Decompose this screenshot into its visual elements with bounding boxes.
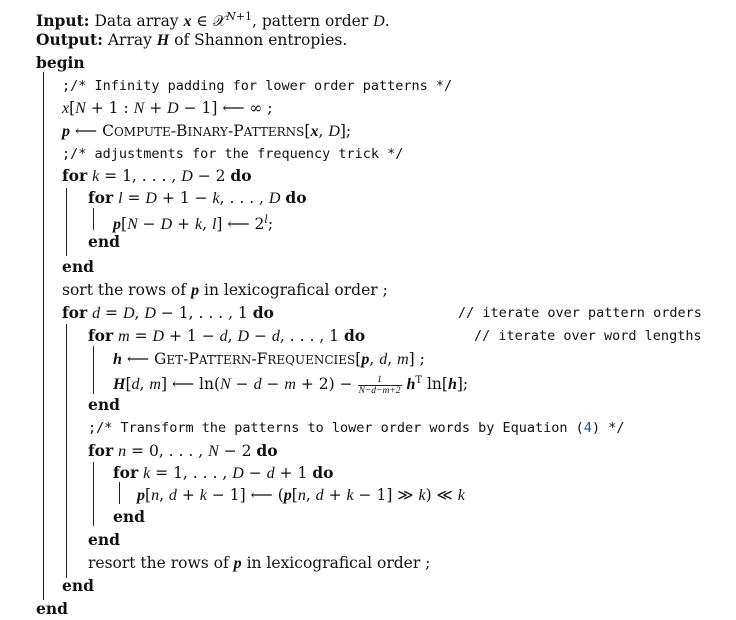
infinity-assign-line: x[N + 1 : N + D − 1] ⟵ ∞ ; [62,99,273,117]
block-bar-for-m [93,346,95,394]
comment-iterate-pattern-orders: // iterate over pattern orders [458,305,702,321]
resort-rows-line: resort the rows of p in lexicografical o… [88,554,431,572]
for-k-line: for k = 1, . . . , D − 2 do [62,166,252,185]
end-for-m: end [88,395,120,414]
get-pattern-frequencies-line: h ⟵ GET-PATTERN-FREQUENCIES[p, d, m] ; [113,350,425,368]
output-line: Output: Array H of Shannon entropies. [36,30,348,49]
block-bar-for-k2 [119,482,121,504]
compute-binary-patterns-line: p ⟵ COMPUTE-BINARY-PATTERNS[x, D]; [62,122,352,140]
end-for-k: end [62,257,94,276]
comment-frequency-trick: ;/* adjustments for the frequency trick … [62,146,404,162]
block-bar-for-d [66,324,68,578]
shift-assign-line: p[n, d + k − 1] ⟵ (p[n, d + k − 1] ≫ k) … [137,486,465,504]
block-bar-for-k [66,188,68,256]
for-d-line: for d = D, D − 1, . . . , 1 do [62,303,274,322]
for-n-line: for n = 0, . . . , N − 2 do [88,441,278,460]
block-bar-for-l [93,208,95,230]
input-line: Input: Data array x ∈ 𝒳N+1, pattern orde… [36,10,390,31]
comment-infinity-padding: ;/* Infinity padding for lower order pat… [62,78,453,94]
end-for-d: end [62,576,94,595]
for-l-line: for l = D + 1 − k, . . . , D do [88,188,307,207]
end-for-k2: end [113,507,145,526]
p-assign-2l-line: p[N − D + k, l] ⟵ 2l; [113,213,274,234]
end-for-l: end [88,232,120,251]
comment-transform-patterns: ;/* Transform the patterns to lower orde… [88,420,625,436]
begin-keyword: begin [36,53,85,72]
for-k2-line: for k = 1, . . . , D − d + 1 do [113,463,334,482]
end-for-n: end [88,530,120,549]
sort-rows-line: sort the rows of p in lexicografical ord… [62,281,388,299]
end-begin: end [36,599,68,618]
block-bar-for-n [93,462,95,526]
comment-iterate-word-lengths: // iterate over word lengths [474,328,702,344]
for-m-line: for m = D + 1 − d, D − d, . . . , 1 do [88,326,366,345]
block-bar-begin [43,72,45,600]
